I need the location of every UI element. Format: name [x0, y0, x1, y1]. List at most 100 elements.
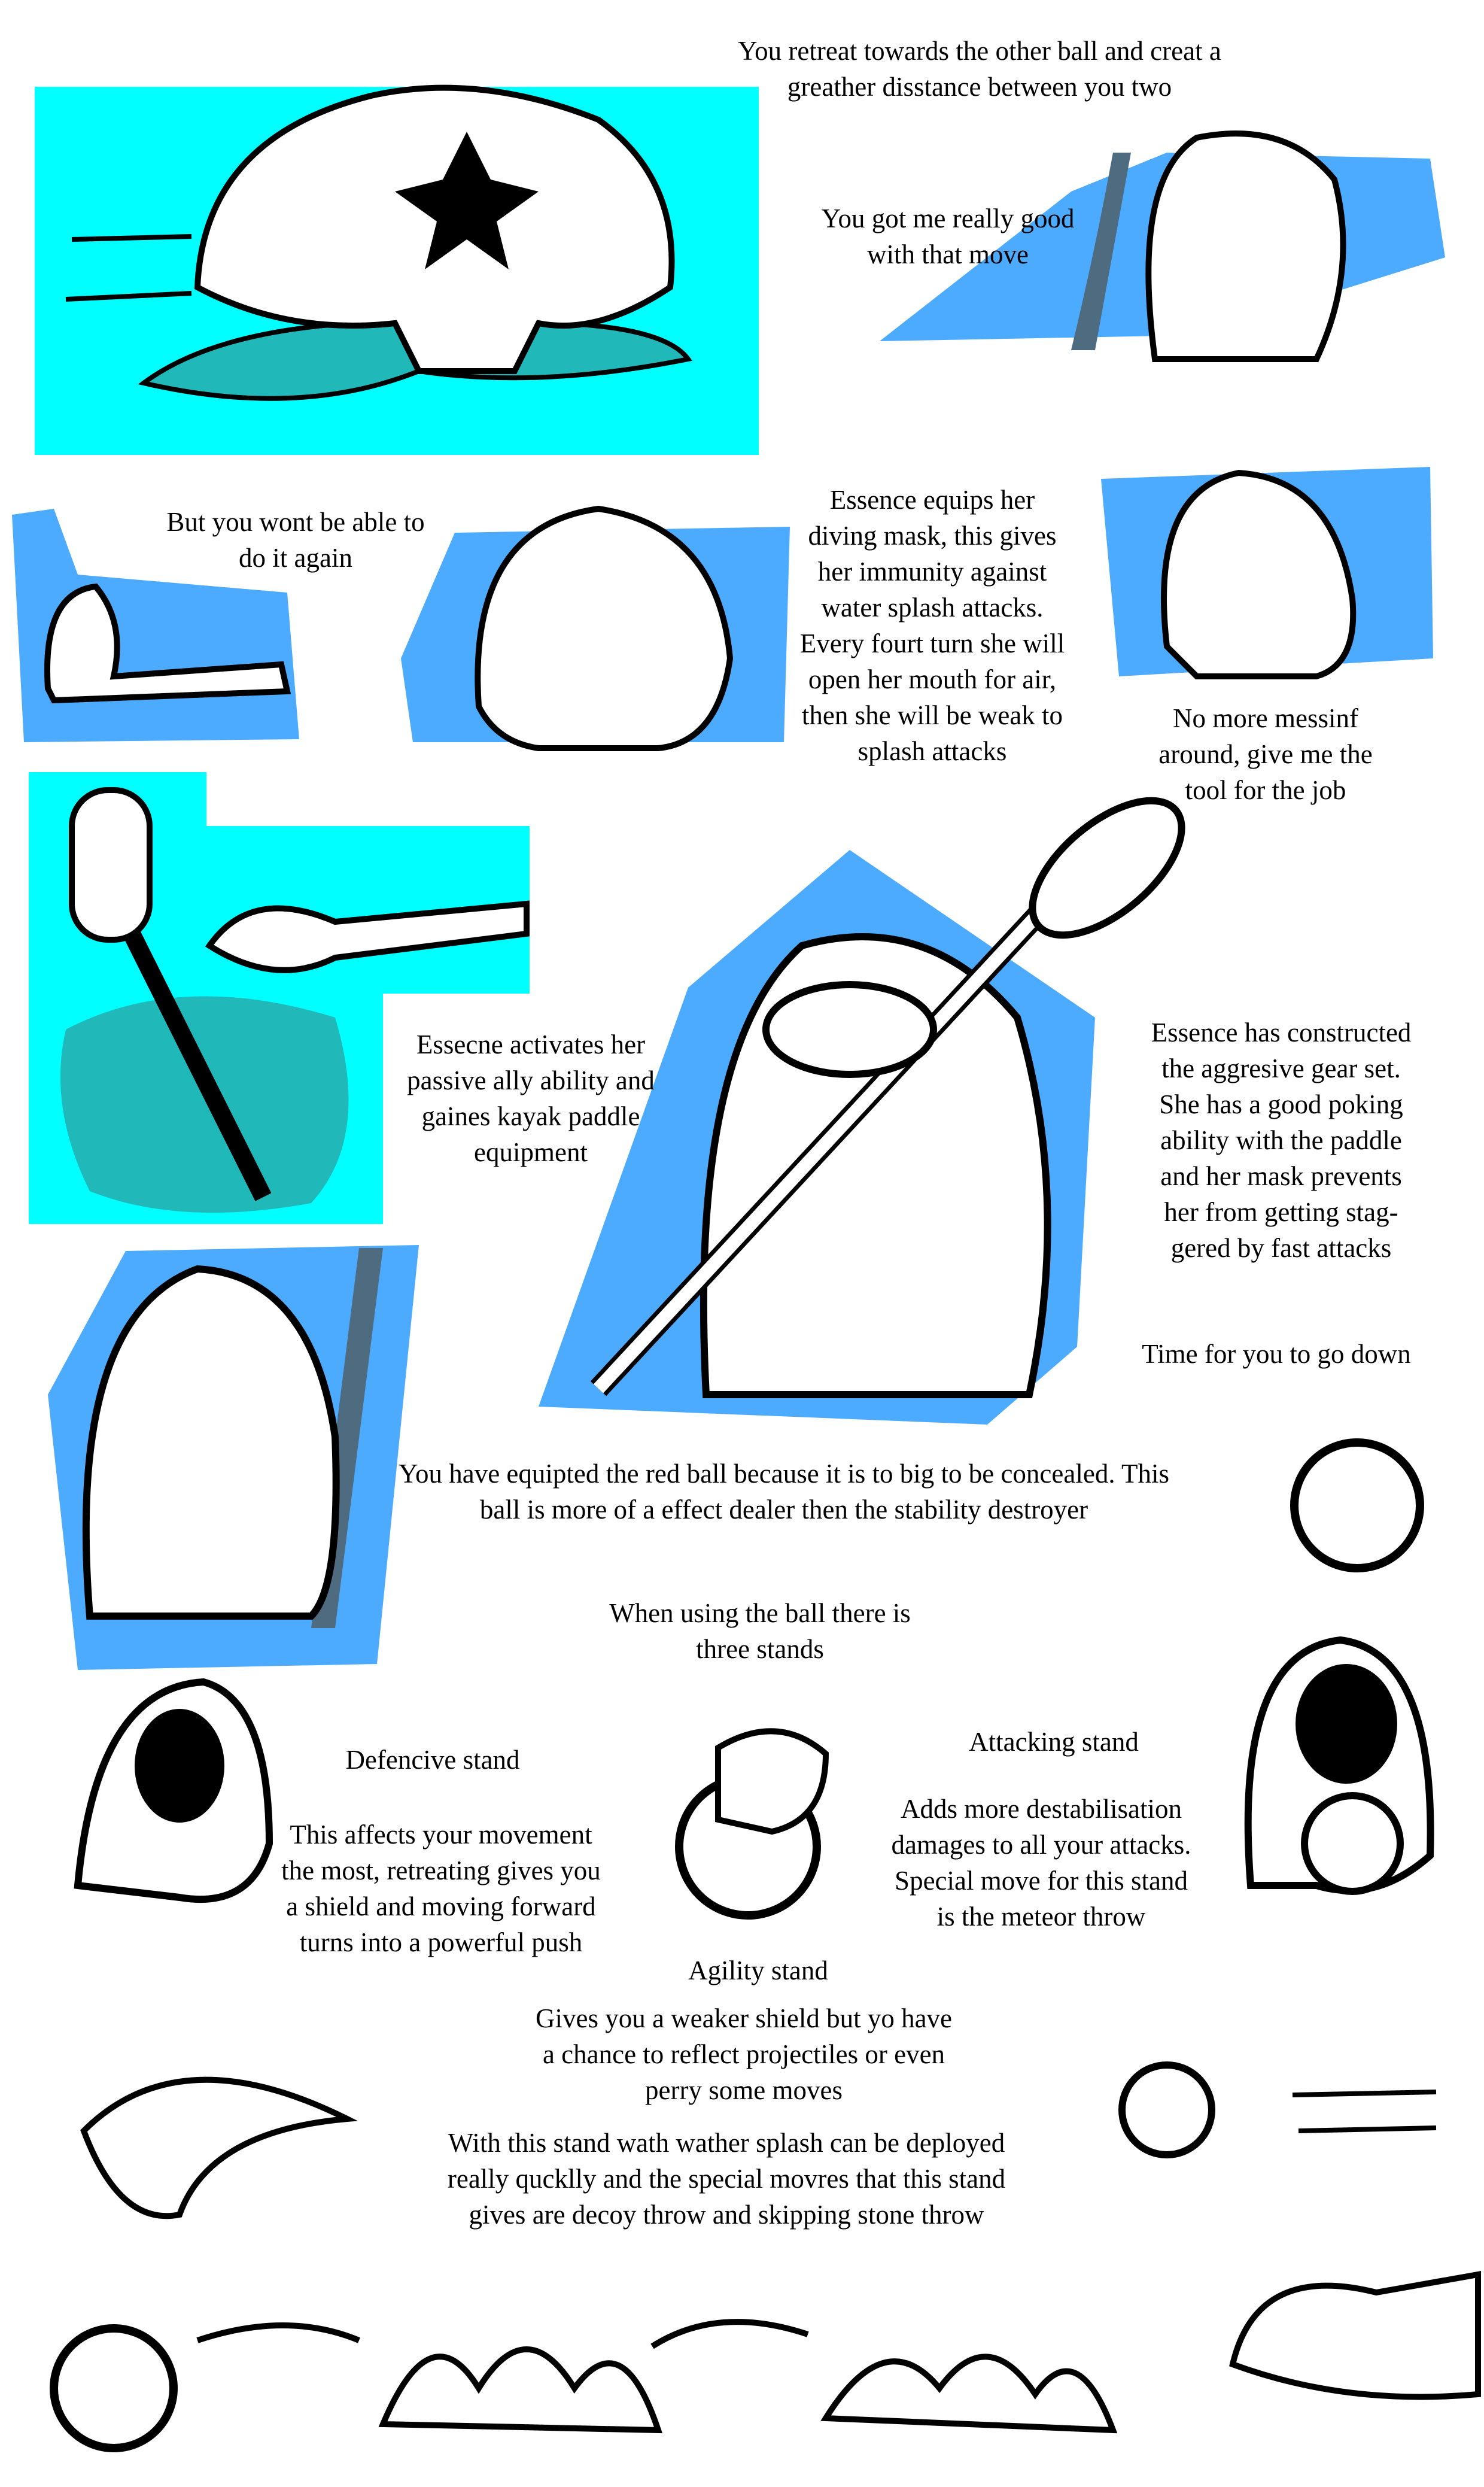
speech-no-more: No more messinf around, give me the tool… [1158, 700, 1372, 808]
caption-line: damages to all your attacks. [891, 1830, 1191, 1860]
water-splash [60, 996, 349, 1213]
dark-hood-opening [1296, 1664, 1397, 1784]
star-mask-icon [395, 132, 539, 269]
caption-three-stands: When using the ball there is three stand… [609, 1595, 911, 1667]
mask-equip-figure-sketch [475, 505, 734, 751]
caption-line: with that move [867, 239, 1029, 269]
caption-line: Adds more destabilisation [901, 1794, 1182, 1824]
caption-line: tool for the job [1185, 775, 1346, 805]
caption-line: But you wont be able to [166, 507, 425, 537]
caption-line: is the meteor throw [936, 1902, 1146, 1932]
caption-line: then she will be weak to [801, 700, 1063, 730]
paddle-shaft [123, 930, 272, 1201]
caption-line: equipment [474, 1137, 588, 1167]
skipping-ball-sketch [50, 2324, 178, 2452]
caption-line: Time for you to go down [1142, 1339, 1411, 1369]
diving-mask-sketch [762, 981, 937, 1078]
caption-line: This affects your movement [290, 1820, 592, 1850]
caption-line: the most, retreating gives you [281, 1856, 601, 1885]
caption-line: passive ally ability and [407, 1065, 655, 1095]
motion-line [1292, 2090, 1437, 2097]
kayak-paddle-inner [593, 893, 1059, 1393]
caption-line: do it again [239, 543, 352, 573]
caption-line: You have equipted the red ball because i… [398, 1459, 1170, 1489]
caption-line: her immunity against [817, 557, 1047, 587]
caption-red-ball: You have equipted the red ball because i… [399, 1456, 1169, 1528]
caption-line: perry some moves [645, 2075, 843, 2105]
agility-hand-sketch [715, 1728, 829, 1835]
snorkel-face-sketch [1161, 469, 1357, 679]
attacking-stand-title: Attacking stand [969, 1724, 1139, 1760]
caption-line: diving mask, this gives [808, 521, 1057, 551]
caption-line: Special move for this stand [895, 1866, 1188, 1896]
caption-line: gaines kayak paddle [421, 1101, 640, 1131]
caption-line: greather disstance between you two [787, 72, 1172, 102]
caption-line: around, give me the [1158, 739, 1373, 769]
caption-line: Essence has constructed [1151, 1018, 1412, 1047]
masked-figure-sketch [194, 84, 675, 374]
caption-line: ball is more of a effect dealer then the… [479, 1495, 1088, 1525]
caption-line: You got me really good [821, 204, 1075, 233]
splash-sketch [820, 2354, 1118, 2434]
skipping-arc [650, 2319, 809, 2349]
splash-sketch [378, 2346, 662, 2434]
caption-line: her from getting stag- [1164, 1197, 1398, 1227]
stripe [1071, 153, 1131, 350]
defencive-stand-desc: This affects your movement the most, ret… [281, 1817, 601, 1960]
agility-stand-desc: Gives you a weaker shield but yo have a … [536, 2000, 952, 2108]
caption-line: Essence equips her [829, 485, 1035, 515]
caption-line: really qucklly and the special movres th… [447, 2164, 1006, 2194]
caption-line: and her mask prevents [1160, 1161, 1402, 1191]
caption-line: Defencive stand [345, 1745, 520, 1775]
caption-line: Every fourt turn she will [799, 628, 1065, 658]
hooded-figure-sketch [82, 1265, 340, 1620]
red-ball-sketch [1290, 1438, 1424, 1572]
defencive-stand-title: Defencive stand [345, 1742, 519, 1778]
caption-line: Gives you a weaker shield but yo have [535, 2003, 953, 2033]
paddle-blade-sketch [1029, 797, 1185, 939]
caption-line: Attacking stand [969, 1727, 1139, 1757]
caption-line: three stands [696, 1634, 824, 1664]
dark-hood-opening [135, 1709, 224, 1823]
caption-line: a shield and moving forward [286, 1891, 596, 1921]
motion-line [71, 234, 192, 242]
caption-retreat: You retreat towards the other ball and c… [738, 33, 1221, 105]
caption-diving-mask: Essence equips her diving mask, this giv… [800, 482, 1065, 769]
speech-wont-able: But you wont be able to do it again [166, 504, 424, 576]
caption-line: open her mouth for air, [808, 664, 1057, 694]
attacking-ball-sketch [1301, 1792, 1404, 1895]
motion-line [1298, 2125, 1437, 2133]
speech-got-me: You got me really good with that move [822, 201, 1075, 272]
reaching-hand-sketch [205, 900, 530, 973]
caption-line: a chance to reflect projectiles or even [542, 2039, 945, 2069]
hand-sketch [44, 583, 291, 704]
caption-line: When using the ball there is [609, 1598, 911, 1628]
caption-passive-ally: Essecne activates her passive ally abili… [407, 1027, 655, 1170]
agility-stand-special: With this stand wath wather splash can b… [448, 2125, 1005, 2233]
skipping-arc [196, 2322, 360, 2343]
caption-line: Agility stand [688, 1955, 828, 1985]
speech-go-down: Time for you to go down [1142, 1336, 1411, 1372]
agility-stand-title: Agility stand [688, 1952, 828, 1988]
caption-line: Essecne activates her [416, 1030, 646, 1059]
caption-line: You retreat towards the other ball and c… [738, 36, 1221, 66]
caption-line: gives are decoy throw and skipping stone… [469, 2200, 984, 2230]
caption-line: She has a good poking [1159, 1089, 1403, 1119]
caption-line: water splash attacks. [821, 593, 1044, 622]
caption-line: ability with the paddle [1160, 1125, 1402, 1155]
attacking-stand-desc: Adds more destabilisation damages to all… [891, 1791, 1191, 1935]
caption-gear-set: Essence has constructed the aggresive ge… [1151, 1015, 1412, 1266]
caption-line: With this stand wath wather splash can b… [448, 2128, 1005, 2158]
thrown-ball-sketch [1118, 2061, 1215, 2158]
caption-line: gered by fast attacks [1170, 1233, 1392, 1263]
throwing-hand-sketch [1229, 2271, 1481, 2400]
motion-line [65, 291, 192, 302]
covering-face-figure-sketch [1145, 130, 1346, 362]
paddle-blade-sketch [69, 787, 153, 943]
caption-line: splash attacks [857, 736, 1007, 766]
caption-line: turns into a powerful push [299, 1927, 583, 1957]
caption-line: No more messinf [1173, 703, 1358, 733]
caption-line: the aggresive gear set. [1161, 1053, 1401, 1083]
